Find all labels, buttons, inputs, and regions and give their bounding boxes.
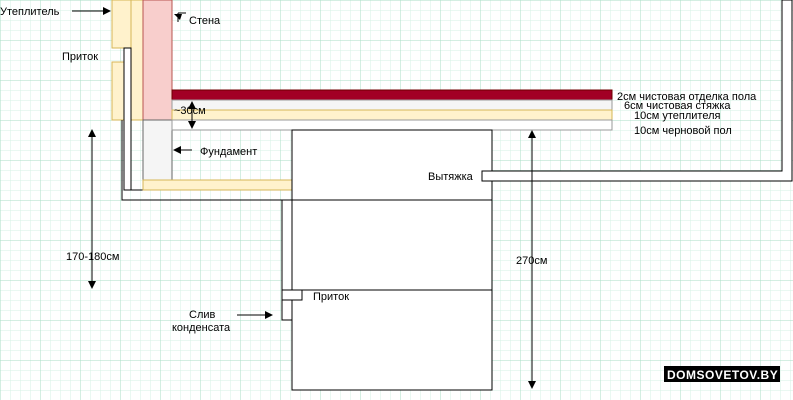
condensate-label-line1: Слив	[189, 309, 216, 321]
condensate-label-line2: конденсата	[172, 322, 231, 334]
insulation-label: Утеплитель	[0, 6, 60, 18]
condensate-drain-pipe	[281, 299, 293, 321]
outer-insulation-lower	[111, 61, 125, 121]
wall-label: Стена	[189, 15, 221, 27]
watermark-text: DOMSOVETOV.BY	[667, 368, 778, 382]
wall-block	[142, 0, 173, 121]
watermark-background	[664, 366, 780, 382]
height-270-label: 270см	[516, 255, 547, 267]
floor-finish-label: 2см чистовая отделка пола	[617, 91, 757, 103]
rough-floor-label: 10см черновой пол	[634, 125, 732, 137]
exhaust-duct	[481, 0, 793, 182]
foundation-label: Фундамент	[200, 146, 257, 158]
screed-layer	[171, 99, 613, 111]
height-170-180-label: 170-180см	[66, 251, 119, 263]
foundation-block	[142, 119, 173, 181]
inflow-pipe-lower	[281, 199, 293, 291]
inflow-duct-vertical	[123, 47, 132, 191]
floor-insulation-layer	[171, 109, 613, 121]
outer-insulation-top	[111, 0, 132, 49]
insulation-strip-inner	[130, 0, 144, 121]
exhaust-label: Вытяжка	[428, 171, 474, 183]
inflow-top-label: Приток	[62, 51, 98, 63]
foundation-insulation-strip	[142, 179, 293, 191]
inflow-pipe-outlet	[281, 289, 303, 301]
cellar-box	[291, 129, 493, 391]
screed-label: 6см чистовая стяжка	[624, 100, 731, 112]
rough-floor-layer	[171, 119, 613, 131]
floor-finish-layer	[171, 89, 613, 101]
floor-insulation-label: 10см утеплителя	[634, 110, 720, 122]
gap-30-label: ~30см	[174, 105, 206, 117]
wall-pointer-arrowhead	[174, 14, 182, 20]
inflow-bottom-label: Приток	[313, 291, 349, 303]
